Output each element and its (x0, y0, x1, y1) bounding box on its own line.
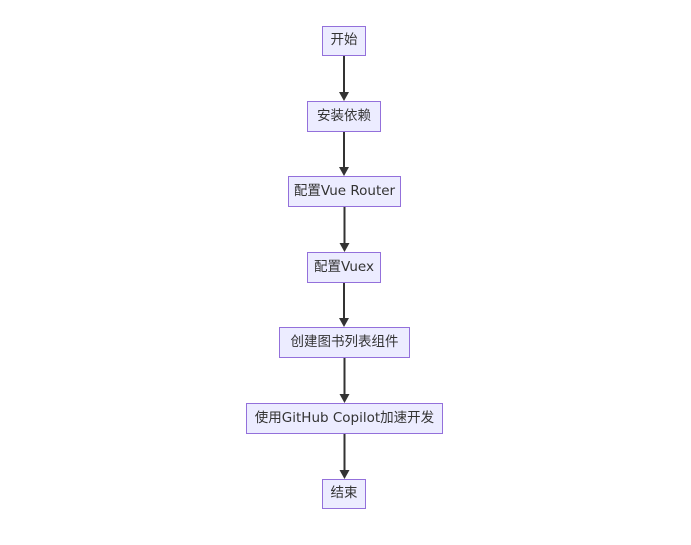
arrowhead-icon (339, 243, 350, 252)
node-create-booklist: 创建图书列表组件 (279, 327, 410, 358)
arrowhead-icon (339, 92, 349, 101)
arrowhead-icon (339, 318, 349, 327)
edge-start-to-install-deps (339, 56, 349, 101)
arrowhead-icon (339, 470, 350, 479)
edge-install-deps-to-config-router (339, 132, 349, 176)
node-install-deps: 安装依赖 (307, 101, 381, 132)
edge-create-booklist-to-copilot (339, 358, 350, 403)
arrowhead-icon (339, 167, 349, 176)
node-copilot: 使用GitHub Copilot加速开发 (246, 403, 443, 434)
node-config-vuex: 配置Vuex (307, 252, 381, 283)
edge-copilot-to-end (339, 434, 350, 479)
node-end: 结束 (322, 479, 366, 509)
edge-config-router-to-config-vuex (339, 207, 350, 252)
arrowhead-icon (339, 394, 350, 403)
edge-config-vuex-to-create-booklist (339, 283, 349, 327)
node-start: 开始 (322, 26, 366, 56)
node-config-router: 配置Vue Router (288, 176, 401, 207)
